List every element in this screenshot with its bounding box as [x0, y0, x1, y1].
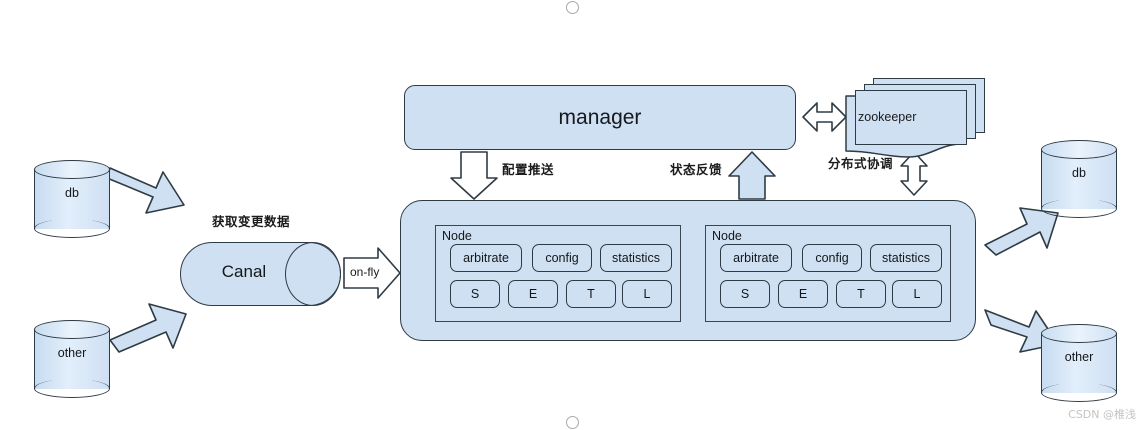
- target-db-label: db: [1072, 166, 1086, 180]
- zookeeper-card-back-1: [855, 90, 967, 145]
- target-other-label: other: [1064, 350, 1094, 364]
- on-fly-label: on-fly: [350, 265, 380, 279]
- node-letter-t[interactable]: T: [836, 280, 886, 308]
- node-service-config[interactable]: config: [802, 244, 862, 272]
- source-db-label: db: [65, 186, 79, 200]
- node-service-statistics[interactable]: statistics: [870, 244, 942, 272]
- arrow-config-push: [450, 151, 498, 200]
- node-letter-t[interactable]: T: [566, 280, 616, 308]
- status-feedback-label: 状态反馈: [670, 162, 723, 177]
- node-box[interactable]: Node arbitrate config statistics S E T L: [705, 225, 951, 322]
- cylinder-top-ellipse: [34, 160, 110, 179]
- top-resize-handle[interactable]: [566, 1, 579, 14]
- target-other-cylinder[interactable]: other: [1041, 324, 1117, 402]
- target-db-cylinder[interactable]: db: [1041, 140, 1117, 218]
- arrow-manager-zookeeper: [802, 102, 847, 132]
- arrow-status-feedback: [728, 151, 776, 200]
- node-box[interactable]: Node arbitrate config statistics S E T L: [435, 225, 681, 322]
- config-push-label: 配置推送: [502, 162, 555, 177]
- node-letter-e[interactable]: E: [778, 280, 828, 308]
- zookeeper-label: zookeeper: [858, 110, 917, 124]
- source-other-label: other: [57, 346, 87, 360]
- manager-box[interactable]: manager: [404, 85, 796, 150]
- node-title: Node: [712, 229, 742, 243]
- canal-cylinder[interactable]: Canal: [180, 242, 341, 306]
- node-service-arbitrate[interactable]: arbitrate: [450, 244, 522, 272]
- node-letter-s[interactable]: S: [720, 280, 770, 308]
- cylinder-top-ellipse: [1041, 140, 1117, 159]
- node-letter-e[interactable]: E: [508, 280, 558, 308]
- canal-caption: 获取变更数据: [212, 214, 291, 229]
- cylinder-bottom-cap: [1041, 199, 1117, 218]
- cylinder-bottom-cap: [34, 379, 110, 398]
- cylinder-bottom-cap: [34, 219, 110, 238]
- manager-label: manager: [558, 105, 642, 129]
- node-title: Node: [442, 229, 472, 243]
- source-other-cylinder[interactable]: other: [34, 320, 110, 398]
- distributed-coordination-label: 分布式协调: [828, 156, 894, 171]
- arrow-other-to-canal: [109, 303, 187, 353]
- node-service-arbitrate[interactable]: arbitrate: [720, 244, 792, 272]
- cylinder-top-ellipse: [34, 320, 110, 339]
- arrow-db-to-canal: [106, 167, 185, 214]
- node-service-statistics[interactable]: statistics: [600, 244, 672, 272]
- node-letter-l[interactable]: L: [622, 280, 672, 308]
- arrow-distributed-coordination: [900, 151, 928, 196]
- source-db-cylinder[interactable]: db: [34, 160, 110, 238]
- zookeeper-stack[interactable]: [845, 78, 985, 153]
- node-letter-s[interactable]: S: [450, 280, 500, 308]
- canal-label: Canal: [221, 262, 267, 281]
- node-service-config[interactable]: config: [532, 244, 592, 272]
- canal-end-ellipse: [285, 242, 341, 306]
- cylinder-bottom-cap: [1041, 383, 1117, 402]
- cylinder-body: [34, 169, 110, 229]
- watermark: CSDN @椎浅: [1068, 408, 1136, 421]
- bottom-resize-handle[interactable]: [566, 416, 579, 429]
- cylinder-top-ellipse: [1041, 324, 1117, 343]
- node-letter-l[interactable]: L: [892, 280, 942, 308]
